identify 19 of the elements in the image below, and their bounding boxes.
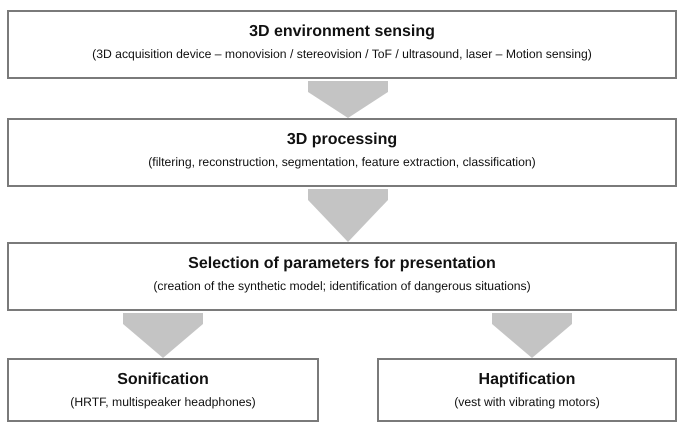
box-description: (filtering, reconstruction, segmentation, feature extraction, classification) xyxy=(147,155,537,169)
box-description: (creation of the synthetic model; identification of dangerous situations) xyxy=(152,279,532,293)
chevron-arrow xyxy=(308,189,388,242)
box-title: Haptification xyxy=(478,371,576,389)
box-title: 3D processing xyxy=(286,131,398,149)
chevron-arrow xyxy=(308,81,388,118)
process-box xyxy=(377,358,677,422)
box-description: (vest with vibrating motors) xyxy=(453,395,601,409)
box-description: (HRTF, multispeaker headphones) xyxy=(69,395,257,409)
box-title: Selection of parameters for presentation xyxy=(187,255,497,273)
process-box xyxy=(7,242,677,311)
chevron-arrow xyxy=(492,313,572,358)
process-box xyxy=(7,118,677,187)
process-box xyxy=(7,358,319,422)
chevron-arrow xyxy=(123,313,203,358)
process-box xyxy=(7,10,677,79)
box-title: 3D environment sensing xyxy=(248,23,436,41)
box-description: (3D acquisition device – monovision / stereovision / ToF / ultrasound, laser – Motion sensing) xyxy=(91,47,593,61)
box-title: Sonification xyxy=(116,371,210,389)
